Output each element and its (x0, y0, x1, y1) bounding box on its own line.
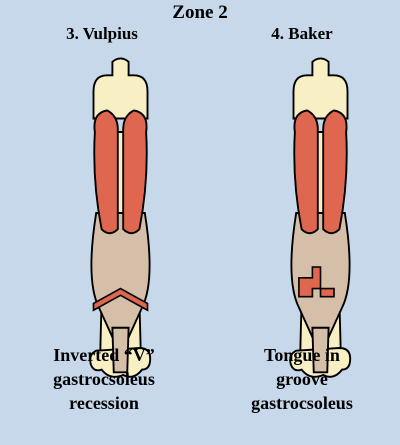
zone-title: Zone 2 (172, 2, 228, 23)
tongue-in-groove-incision (298, 266, 335, 298)
baker-title: 4. Baker (271, 24, 333, 43)
caption-line: gastrocsoleus (251, 393, 353, 413)
caption-line: recession (69, 393, 139, 413)
caption-line: Tongue in (264, 345, 340, 365)
vulpius-leg (89, 57, 152, 378)
vulpius-title: 3. Vulpius (66, 24, 138, 43)
caption-line: gastrocsoleus (53, 369, 155, 389)
baker-leg (289, 57, 352, 378)
baker-caption: Tongue in groove gastrocsoleus (212, 343, 392, 415)
caption-line: groove (276, 369, 328, 389)
inverted-v-incision (92, 287, 149, 312)
vulpius-caption: Inverted “V” gastrocsoleus recession (14, 343, 194, 415)
caption-line: Inverted “V” (53, 345, 155, 365)
